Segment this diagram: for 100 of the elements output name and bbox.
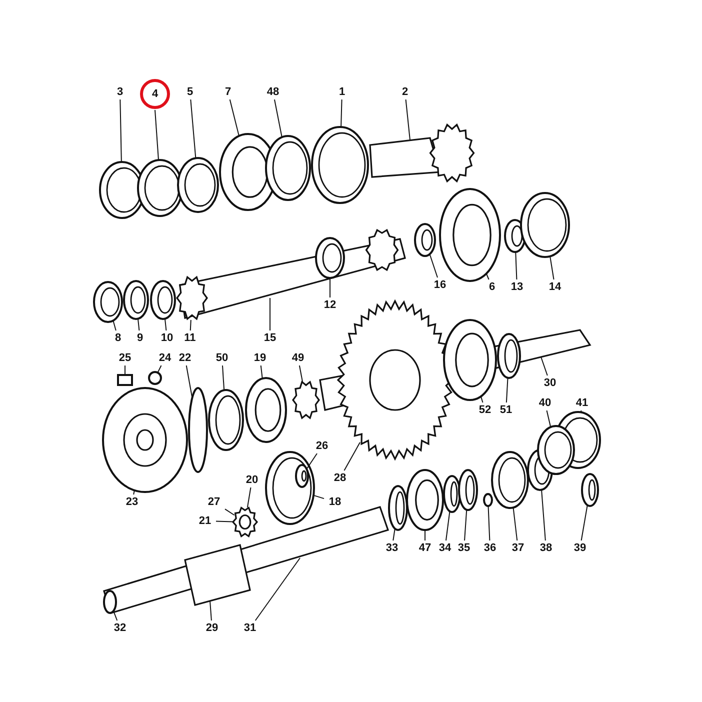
- ring-drawing: [93, 281, 123, 323]
- callout-number: 50: [212, 352, 232, 364]
- leader-line: [392, 528, 396, 541]
- leader-line: [405, 99, 410, 140]
- sleeve-drawing: [184, 544, 251, 606]
- leader-line: [506, 377, 508, 403]
- callout-number: 39: [570, 542, 590, 554]
- leader-line: [550, 256, 554, 280]
- leader-line: [486, 273, 490, 280]
- shaft-end-drawing: [103, 590, 117, 614]
- callout-number: 26: [312, 440, 332, 452]
- callout-number: 33: [382, 542, 402, 554]
- callout-number: 30: [540, 376, 560, 390]
- leader-line: [429, 254, 438, 278]
- ring-drawing: [520, 192, 570, 258]
- callout-number: 41: [572, 396, 592, 410]
- callout-number: 34: [435, 542, 455, 554]
- ring-drawing: [123, 280, 149, 320]
- callout-number: 28: [330, 472, 350, 484]
- leader-line: [515, 251, 518, 280]
- callout-number: 20: [242, 474, 262, 486]
- ring-drawing: [581, 473, 599, 507]
- ring-drawing: [177, 157, 219, 213]
- leader-line: [112, 610, 118, 621]
- ring-drawing: [414, 223, 436, 257]
- leader-line: [133, 490, 135, 495]
- leader-line: [313, 494, 324, 500]
- leader-line: [541, 489, 546, 541]
- circlip-drawing: [265, 451, 315, 525]
- callout-number: 10: [157, 332, 177, 344]
- callout-number: 31: [240, 622, 260, 634]
- callout-number: 7: [218, 86, 238, 98]
- callout-number: 4: [143, 82, 167, 106]
- callout-number: 18: [325, 496, 345, 508]
- ring-drawing: [443, 475, 461, 513]
- ring-drawing: [388, 485, 408, 531]
- callout-number: 1: [332, 86, 352, 98]
- gear-drawing: [176, 276, 208, 320]
- callout-number: 40: [535, 396, 555, 410]
- callout-number: 8: [108, 332, 128, 344]
- leader-line: [164, 318, 167, 331]
- ring-drawing: [315, 237, 345, 279]
- leader-line: [445, 510, 450, 541]
- plate-drawing: [188, 387, 208, 473]
- callout-number: 16: [430, 278, 450, 292]
- callout-number: 47: [415, 542, 435, 554]
- callout-number: 48: [263, 86, 283, 98]
- ring-drawing: [458, 469, 478, 511]
- leader-line: [120, 99, 122, 162]
- callout-number: 37: [508, 542, 528, 554]
- leader-line: [512, 507, 518, 541]
- bearing-drawing: [245, 377, 287, 443]
- leader-line: [254, 558, 300, 621]
- callout-number: 38: [536, 542, 556, 554]
- leader-line: [424, 530, 426, 541]
- leader-line: [112, 320, 116, 331]
- leader-line: [224, 508, 235, 516]
- gear-drawing: [232, 506, 258, 538]
- leader-line: [306, 453, 318, 470]
- callout-number: 9: [130, 332, 150, 344]
- callout-number: 15: [260, 332, 280, 344]
- callout-number: 6: [482, 280, 502, 294]
- shaft-drawing: [369, 123, 475, 183]
- callout-number: 22: [175, 352, 195, 364]
- ring-drawing: [497, 333, 521, 379]
- callout-number: 3: [110, 86, 130, 98]
- leader-line: [546, 410, 552, 428]
- callout-number: 11: [180, 332, 200, 344]
- leader-line: [480, 396, 484, 403]
- leader-line: [540, 356, 548, 376]
- callout-number: 19: [250, 352, 270, 364]
- leader-line: [488, 506, 490, 541]
- ring-drawing: [208, 389, 244, 451]
- ring-drawing: [491, 451, 529, 509]
- ring-drawing: [150, 280, 176, 320]
- ring-drawing: [311, 126, 369, 204]
- ring-drawing: [295, 464, 309, 488]
- flange-drawing: [102, 387, 188, 493]
- leader-line: [124, 365, 126, 376]
- callout-number: 29: [202, 622, 222, 634]
- callout-number: 36: [480, 542, 500, 554]
- ring-drawing: [483, 493, 493, 507]
- callout-number: 13: [507, 280, 527, 294]
- leader-line: [580, 504, 588, 541]
- ring-drawing: [265, 135, 311, 201]
- callout-number: 23: [122, 496, 142, 508]
- leader-line: [298, 365, 304, 382]
- gear-drawing: [292, 380, 320, 420]
- bolt-drawing: [117, 374, 133, 386]
- callout-number: 52: [475, 404, 495, 416]
- bearing-drawing: [439, 188, 501, 282]
- ring-drawing: [137, 159, 183, 217]
- callout-number: 24: [155, 352, 175, 364]
- callout-number: 21: [195, 514, 215, 528]
- leader-line: [222, 365, 225, 391]
- callout-number: 32: [110, 622, 130, 634]
- leader-line: [246, 487, 252, 508]
- leader-line: [157, 365, 162, 374]
- leader-line: [340, 99, 342, 128]
- callout-number: 12: [320, 298, 340, 312]
